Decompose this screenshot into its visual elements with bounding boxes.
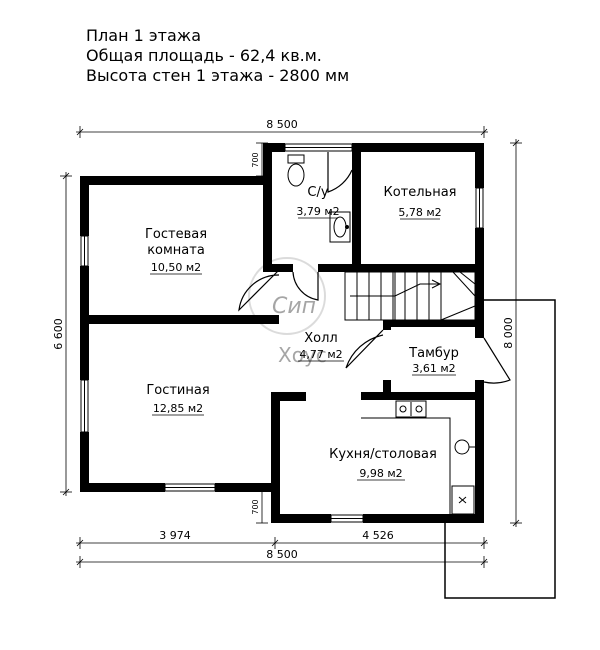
watermark-line1: Сип — [272, 294, 316, 319]
plan-title: План 1 этажа — [86, 26, 201, 45]
room-name-boiler: Котельная — [383, 185, 456, 200]
kitchen-sink-icon — [454, 439, 475, 455]
dim-right-height: 8 000 — [502, 317, 515, 349]
kitchen-counter — [361, 400, 451, 514]
windows — [80, 143, 484, 523]
porch-outline — [444, 299, 556, 599]
dim-offset-bottom: 700 — [251, 499, 260, 514]
room-name-guest-line1: Гостевая — [145, 227, 207, 242]
exterior-walls — [80, 143, 484, 523]
sink-icon — [329, 211, 351, 243]
room-area-guest: 10,50 м2 — [151, 261, 201, 274]
room-name-vestibule: Тамбур — [408, 346, 459, 361]
room-area-hall: 4,77 м2 — [299, 348, 342, 361]
room-name-hall: Холл — [304, 331, 337, 346]
wall-height-text: Высота стен 1 этажа - 2800 мм — [86, 66, 350, 85]
room-labels: С/у 3,79 м2 Котельная 5,78 м2 Гостевая к… — [145, 185, 459, 481]
room-area-wc: 3,79 м2 — [296, 205, 339, 218]
dim-top-total: 8 500 — [266, 118, 298, 131]
total-area-text: Общая площадь - 62,4 кв.м. — [86, 46, 322, 65]
room-area-kitchen: 9,98 м2 — [359, 467, 402, 480]
room-name-kitchen: Кухня/столовая — [329, 447, 437, 462]
staircase — [344, 271, 476, 321]
dimension-lines — [60, 126, 522, 568]
watermark-line2: Хоус — [278, 343, 327, 367]
room-name-living: Гостиная — [146, 383, 209, 398]
dim-left-height: 6 600 — [52, 318, 65, 350]
fridge-icon — [451, 485, 475, 515]
dim-offset-top: 700 — [251, 152, 260, 167]
watermark-logo: Сип Хоус — [248, 257, 327, 367]
room-area-living: 12,85 м2 — [153, 402, 203, 415]
room-name-guest-line2: комната — [147, 243, 205, 258]
room-name-wc: С/у — [307, 185, 328, 200]
room-area-boiler: 5,78 м2 — [398, 206, 441, 219]
dim-bottom-right: 4 526 — [362, 529, 394, 542]
doors — [238, 152, 511, 384]
dim-bottom-total: 8 500 — [266, 548, 298, 561]
toilet-icon — [287, 154, 305, 187]
room-area-vestibule: 3,61 м2 — [412, 362, 455, 375]
dimension-labels: 8 500 8 500 3 974 4 526 6 600 8 000 700 … — [52, 118, 515, 561]
dim-bottom-left: 3 974 — [159, 529, 191, 542]
